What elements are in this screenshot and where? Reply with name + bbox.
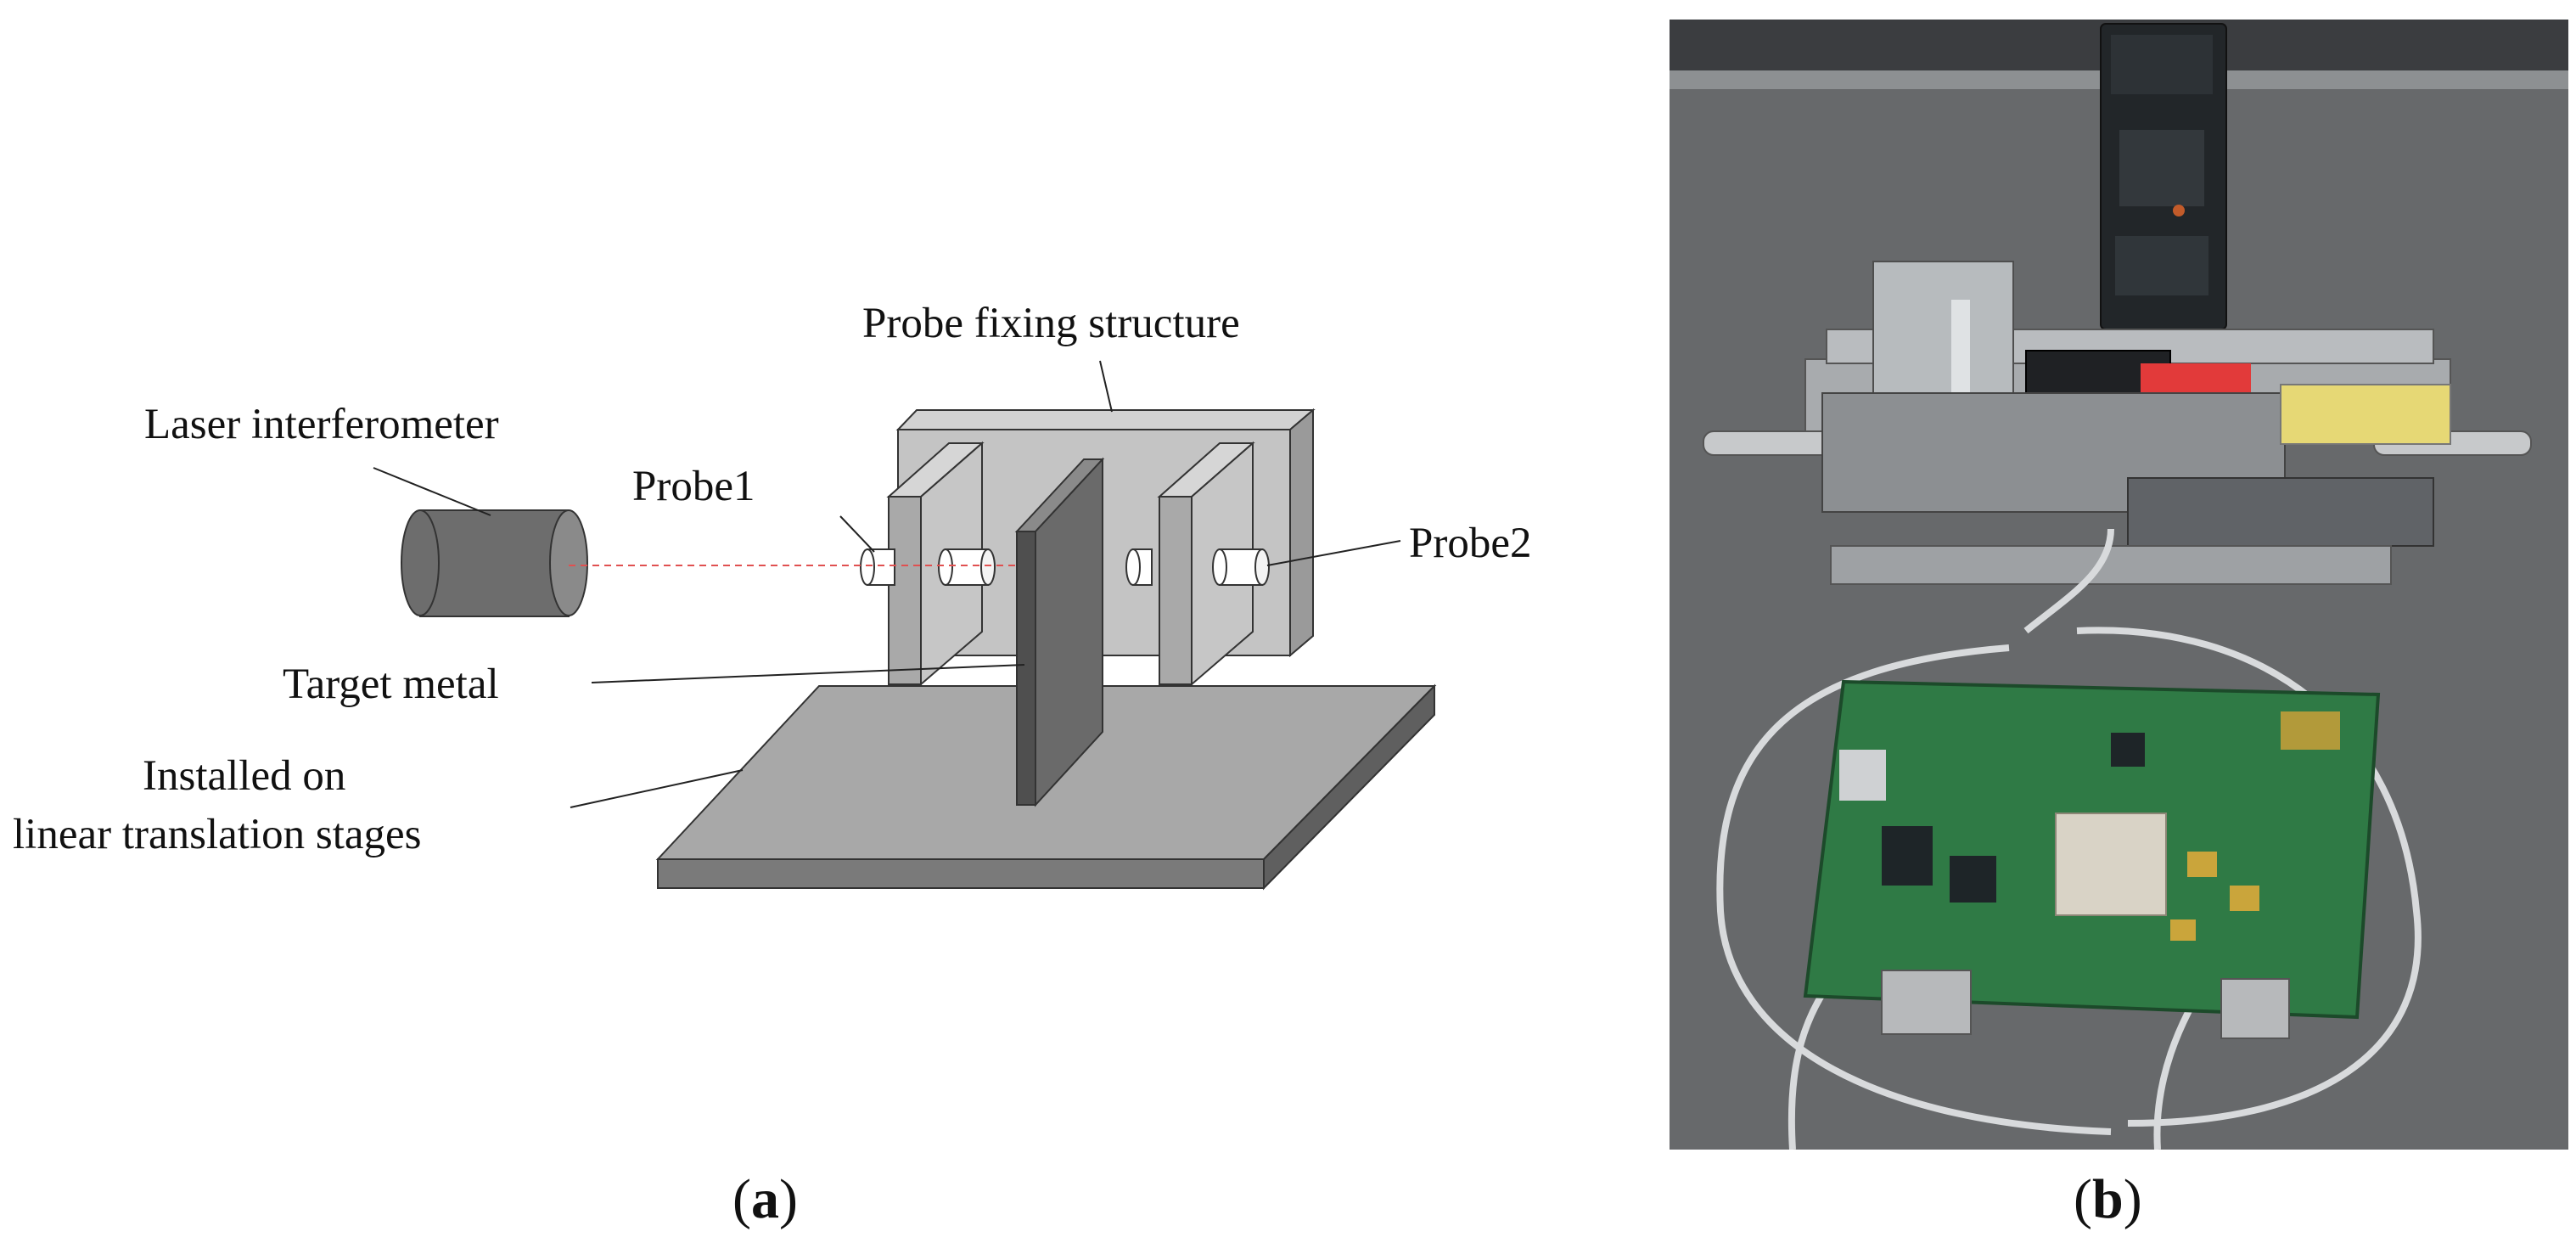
probe-rig xyxy=(1703,261,2532,585)
label-installed-line2: linear translation stages xyxy=(13,811,422,858)
label-installed-line1: Installed on xyxy=(143,752,346,800)
leader-probe-fixing xyxy=(1099,360,1113,413)
label-probe1: Probe1 xyxy=(632,463,755,510)
experimental-setup-photo xyxy=(1670,20,2568,1150)
probe2-cylinder xyxy=(1212,548,1270,586)
probe2-tip xyxy=(1125,548,1153,586)
caption-b: (b) xyxy=(2074,1168,2142,1230)
leader-installed xyxy=(570,769,744,808)
leader-target-metal xyxy=(591,664,1025,683)
caption-a-letter: a xyxy=(750,1168,779,1230)
label-target-metal: Target metal xyxy=(283,661,499,708)
caption-a: (a) xyxy=(732,1168,798,1230)
signal-processing-pcb xyxy=(1803,679,2381,1039)
label-probe2: Probe2 xyxy=(1409,520,1532,567)
probe1-tip xyxy=(938,548,996,586)
label-laser-interferometer: Laser interferometer xyxy=(144,401,499,448)
leader-probe2 xyxy=(1266,540,1401,566)
caption-b-letter: b xyxy=(2091,1168,2124,1230)
probe1-cylinder xyxy=(860,548,895,586)
laser-interferometer-body xyxy=(401,509,588,617)
label-probe-fixing-structure: Probe fixing structure xyxy=(862,300,1240,347)
leader-laser xyxy=(373,467,491,516)
leader-probe1 xyxy=(839,515,875,553)
target-metal-plate xyxy=(1014,457,1105,807)
power-supply-unit xyxy=(2100,23,2227,330)
